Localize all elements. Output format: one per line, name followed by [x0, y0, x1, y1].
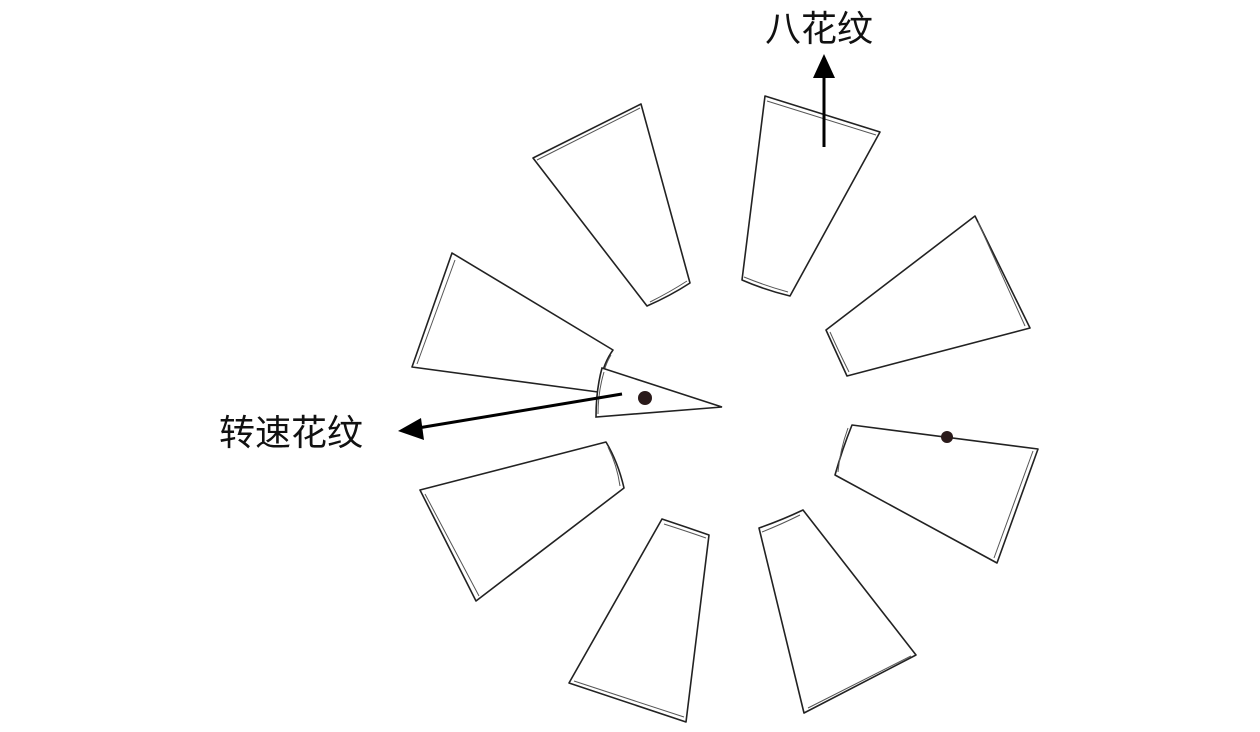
panel-bottom-center-left — [568, 518, 710, 723]
eight-pattern-label: 八花纹 — [765, 9, 873, 50]
speed-pattern-dot — [638, 391, 652, 405]
panel-right — [834, 424, 1039, 564]
panel-bottom-left — [419, 441, 625, 602]
speed-pattern-wedge — [595, 366, 723, 418]
eight-pattern-arrow — [813, 54, 835, 147]
speed-pattern-arrow — [398, 392, 623, 440]
speed-pattern-label: 转速花纹 — [219, 413, 363, 454]
panel-top-left — [532, 103, 691, 307]
panel-top — [741, 95, 881, 297]
panel-left — [411, 252, 614, 393]
panel-top-right — [825, 215, 1031, 377]
panel-marker-dot — [941, 431, 953, 443]
panel-bottom-center-right — [758, 509, 917, 714]
